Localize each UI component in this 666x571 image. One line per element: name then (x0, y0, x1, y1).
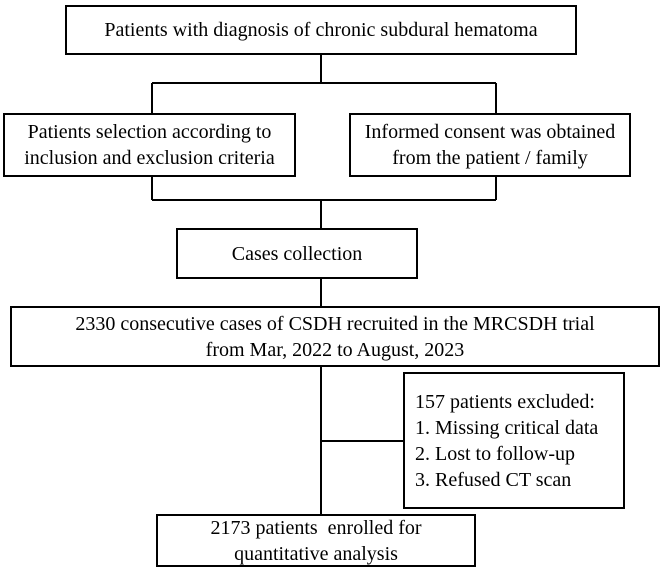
enrolled-line-2: quantitative analysis (234, 542, 398, 565)
excluded-reason-2: 2. Lost to follow-up (415, 442, 575, 465)
selection-line-1: Patients selection according to (27, 121, 272, 143)
consent-line-1: Informed consent was obtained (364, 121, 616, 143)
excluded-heading: 157 patients excluded: (415, 390, 595, 413)
diagnosis-text: Patients with diagnosis of chronic subdu… (104, 19, 538, 41)
recruited-line-1: 2330 consecutive cases of CSDH recruited… (75, 312, 595, 335)
recruited-line-2: from Mar, 2022 to August, 2023 (205, 338, 465, 361)
cases-collection-box: Cases collection (176, 228, 418, 279)
cases-collection-text: Cases collection (231, 242, 363, 265)
enrolled-box: 2173 patients enrolled for quantitative … (156, 514, 476, 567)
selection-box: Patients selection according to inclusio… (3, 113, 296, 177)
diagnosis-box: Patients with diagnosis of chronic subdu… (65, 5, 577, 55)
enrolled-line-1: 2173 patients enrolled for (210, 516, 422, 539)
excluded-reason-1: 1. Missing critical data (415, 416, 599, 439)
excluded-reason-3: 3. Refused CT scan (415, 468, 572, 491)
recruited-box: 2330 consecutive cases of CSDH recruited… (10, 306, 660, 367)
selection-line-2: inclusion and exclusion criteria (24, 147, 275, 169)
consent-box: Informed consent was obtained from the p… (349, 113, 631, 177)
excluded-box: 157 patients excluded: 1. Missing critic… (403, 372, 625, 509)
consent-line-2: from the patient / family (392, 147, 588, 169)
